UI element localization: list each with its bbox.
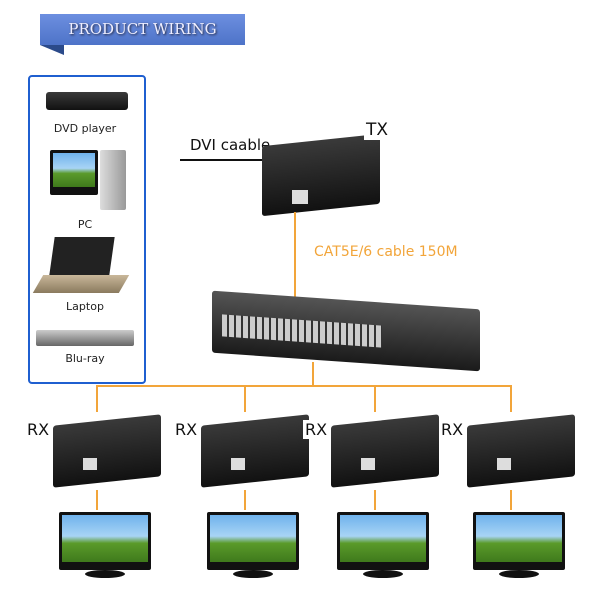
monitor-stand xyxy=(233,570,273,578)
rj45-port-icon xyxy=(231,458,245,470)
laptop-base xyxy=(32,275,130,293)
rx-label: RX xyxy=(25,420,52,439)
hdmi-cable-line xyxy=(374,490,376,510)
rx-extender-device xyxy=(53,414,161,488)
banner-title: PRODUCT WIRING xyxy=(68,20,217,38)
display-monitor-icon xyxy=(473,512,565,570)
source-devices-panel xyxy=(28,75,146,384)
source-label-bluray: Blu-ray xyxy=(65,352,105,365)
rx-label: RX xyxy=(173,420,200,439)
laptop-icon xyxy=(49,237,115,275)
hdmi-cable-line xyxy=(244,490,246,510)
distribution-line xyxy=(96,385,512,387)
rx-drop-line xyxy=(510,386,512,412)
banner-fold xyxy=(40,45,64,55)
hdmi-cable-line xyxy=(510,490,512,510)
cat-cable-label: CAT5E/6 cable 150M xyxy=(314,244,458,260)
source-label-laptop: Laptop xyxy=(66,300,104,313)
dvi-cable-line xyxy=(180,159,264,161)
display-monitor-icon xyxy=(207,512,299,570)
tx-extender-device xyxy=(262,133,380,217)
tx-label: TX xyxy=(364,120,391,140)
rx-extender-device xyxy=(331,414,439,488)
rx-extender-device xyxy=(201,414,309,488)
rx-drop-line xyxy=(244,386,246,412)
switch-uplink-line xyxy=(312,362,314,386)
cat-cable-line xyxy=(294,212,296,300)
monitor-stand xyxy=(363,570,403,578)
rj45-port-icon xyxy=(292,190,308,204)
monitor-stand xyxy=(85,570,125,578)
pc-tower-icon xyxy=(100,150,126,210)
rx-drop-line xyxy=(96,386,98,412)
source-label-dvd: DVD player xyxy=(53,122,117,135)
source-label-pc: PC xyxy=(77,218,93,231)
rx-drop-line xyxy=(374,386,376,412)
rx-extender-device xyxy=(467,414,575,488)
rx-label: RX xyxy=(439,420,466,439)
dvd-player-icon xyxy=(46,92,128,110)
rx-label: RX xyxy=(303,420,330,439)
rj45-port-icon xyxy=(361,458,375,470)
banner: PRODUCT WIRING xyxy=(40,14,245,45)
dvi-cable-label: DVI caable xyxy=(190,136,271,154)
rj45-port-icon xyxy=(83,458,97,470)
display-monitor-icon xyxy=(337,512,429,570)
rj45-port-icon xyxy=(497,458,511,470)
hdmi-cable-line xyxy=(96,490,98,510)
bluray-player-icon xyxy=(36,330,134,346)
display-monitor-icon xyxy=(59,512,151,570)
pc-monitor-icon xyxy=(50,150,98,195)
monitor-stand xyxy=(499,570,539,578)
